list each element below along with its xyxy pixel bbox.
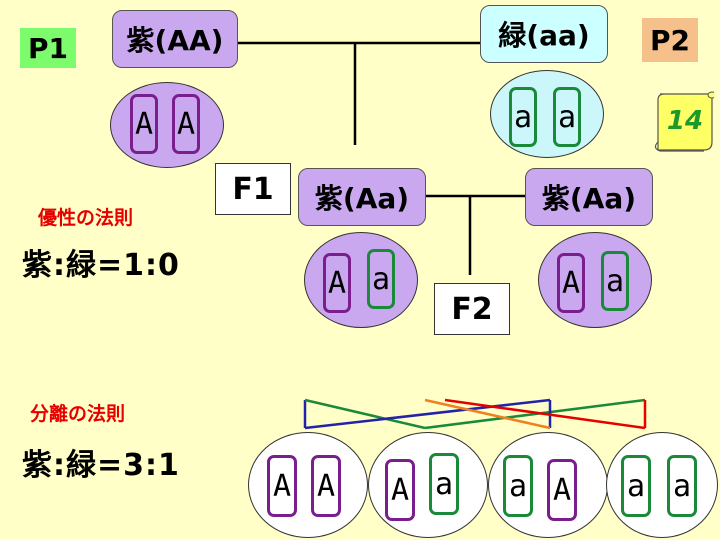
- chromosome-o4-2: a: [667, 455, 697, 517]
- f1-right-cell: A a: [538, 232, 652, 328]
- offspring-cell-2: A a: [368, 432, 488, 538]
- offspring-cell-3: a A: [488, 432, 608, 538]
- chromosome-f1-left-1: A: [323, 253, 351, 313]
- chromosome-p1-2: A: [172, 94, 200, 154]
- f1-label: F1: [215, 163, 291, 215]
- p1-genotype-box: 紫(AA): [112, 10, 238, 68]
- chromosome-o1-2: A: [311, 455, 341, 517]
- p2-tag: P2: [642, 18, 698, 62]
- chromosome-f1-left-2: a: [367, 249, 395, 309]
- offspring-cell-1: A A: [248, 432, 368, 538]
- offspring-cell-4: a a: [606, 432, 718, 538]
- segregation-law-title: 分離の法則: [30, 403, 126, 425]
- f2-label: F2: [434, 283, 510, 335]
- f1-right-genotype-box: 紫(Aa): [525, 168, 653, 226]
- p2-genotype-box: 緑(aa): [480, 5, 608, 63]
- chromosome-o3-1: a: [503, 455, 533, 517]
- chromosome-f1-right-1: A: [557, 253, 585, 313]
- slide-number: 14: [666, 106, 704, 136]
- segregation-ratio: 紫:緑=3:1: [22, 448, 180, 483]
- chromosome-o2-2: a: [429, 453, 459, 515]
- p1-cell: A A: [110, 82, 224, 168]
- chromosome-o4-1: a: [621, 455, 651, 517]
- chromosome-o1-1: A: [267, 455, 297, 517]
- chromosome-p2-1: a: [509, 87, 537, 147]
- chromosome-p1-1: A: [130, 94, 158, 154]
- dominance-ratio: 紫:緑=1:0: [22, 248, 180, 283]
- chromosome-f1-right-2: a: [601, 251, 629, 311]
- dominance-law-title: 優性の法則: [38, 207, 134, 229]
- f1-left-genotype-box: 紫(Aa): [298, 168, 426, 226]
- f1-left-cell: A a: [304, 232, 418, 328]
- chromosome-o3-2: A: [547, 459, 577, 521]
- slide-number-scroll: 14: [654, 88, 714, 154]
- chromosome-o2-1: A: [385, 459, 415, 521]
- p1-tag: P1: [20, 28, 76, 68]
- p2-cell: a a: [490, 70, 604, 158]
- chromosome-p2-2: a: [553, 87, 581, 147]
